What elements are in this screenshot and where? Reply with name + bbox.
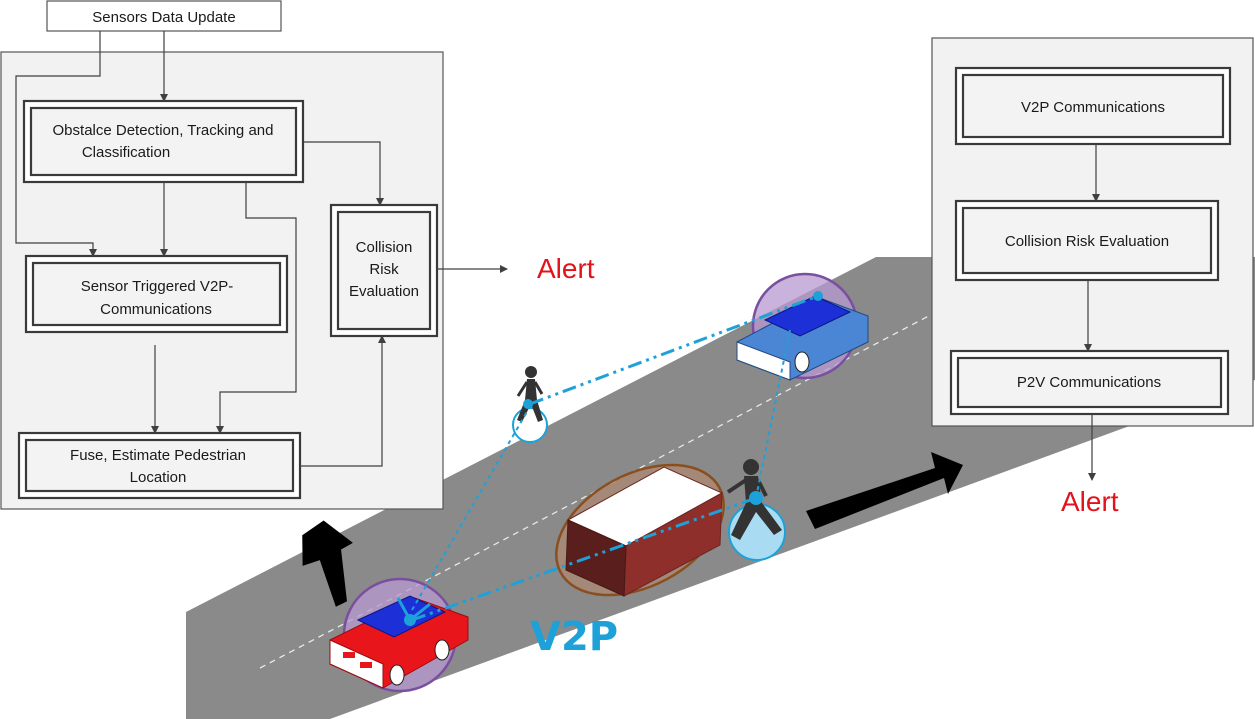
pedestrian-visible xyxy=(512,366,548,443)
truck-obstacle xyxy=(555,463,725,597)
obstacle-detection-inner xyxy=(29,106,298,177)
flow-detection-to-fuse xyxy=(216,182,297,434)
collision-risk-label-2: Risk xyxy=(369,261,399,278)
v2p-comms-label: V2P Communications xyxy=(1021,99,1165,116)
blue-car-front xyxy=(736,341,791,381)
flow-fuse-to-collision xyxy=(300,335,386,467)
pedestrian-1-circle xyxy=(512,407,548,443)
p2v-comms-label: P2V Communications xyxy=(1017,374,1161,391)
p2v-comms-inner xyxy=(956,356,1223,409)
flow-detection-to-collision xyxy=(303,141,384,206)
left-panel: Sensors Data Update Obstalce Detection, … xyxy=(0,0,508,510)
right-alert-label: Alert xyxy=(1061,486,1119,517)
sensor-triggered-inner xyxy=(31,261,282,327)
pedestrian-occluded xyxy=(726,459,786,561)
red-car-headlight-left xyxy=(343,652,355,658)
link-redcar-ped2 xyxy=(411,496,757,622)
fuse-label-2: Location xyxy=(130,469,187,486)
right-panel: V2P Communications Collision Risk Evalua… xyxy=(931,37,1254,481)
v2p-links xyxy=(411,294,819,622)
sensor-triggered-label-2: Communications xyxy=(100,301,212,318)
pedestrian-2-body xyxy=(731,476,782,540)
truck-rear xyxy=(565,519,627,597)
collision-eval-inner xyxy=(961,206,1213,275)
left-alert-label: Alert xyxy=(537,253,595,284)
link-redcar-ped1 xyxy=(411,409,529,611)
sensors-update-label: Sensors Data Update xyxy=(92,9,235,26)
sensor-triggered-label-1: Sensor Triggered V2P- xyxy=(81,278,234,295)
sensors-update-box xyxy=(46,0,282,32)
red-car-wheel-front xyxy=(389,664,405,686)
pedestrian-1-head xyxy=(525,366,537,378)
blue-car-wheel xyxy=(794,351,810,373)
fuse-inner xyxy=(24,438,295,493)
pedestrian-2-arms xyxy=(726,478,768,497)
link-ped1-bluecar xyxy=(529,294,819,406)
red-car-headlight-right xyxy=(360,662,372,668)
arrow-to-right-panel xyxy=(806,452,963,529)
obstacle-detection-label-1: Obstalce Detection, Tracking and xyxy=(53,122,274,139)
pedestrian-1-arms xyxy=(516,381,544,397)
obstacle-detection-label-2: Classification xyxy=(82,144,170,161)
red-car-transceiver xyxy=(404,614,416,626)
v2p-label: V2P xyxy=(530,614,618,660)
fuse-label-1: Fuse, Estimate Pedestrian xyxy=(70,447,246,464)
collision-risk-label-3: Evaluation xyxy=(349,283,419,300)
pedestrian-2-head xyxy=(743,459,759,475)
red-car xyxy=(329,577,469,693)
arrow-to-left-panel xyxy=(302,520,353,607)
collision-risk-label-1: Collision xyxy=(356,239,413,256)
red-car-wheel-rear xyxy=(434,639,450,661)
collision-risk-inner xyxy=(336,210,432,331)
v2p-short-links xyxy=(411,329,791,611)
red-car-windshield xyxy=(356,595,447,638)
blue-car xyxy=(736,272,869,381)
pedestrian-1-device xyxy=(523,399,533,409)
flow-sensors-to-triggered xyxy=(15,31,101,257)
v2p-comms-inner xyxy=(961,73,1225,139)
collision-eval-label: Collision Risk Evaluation xyxy=(1005,233,1169,250)
